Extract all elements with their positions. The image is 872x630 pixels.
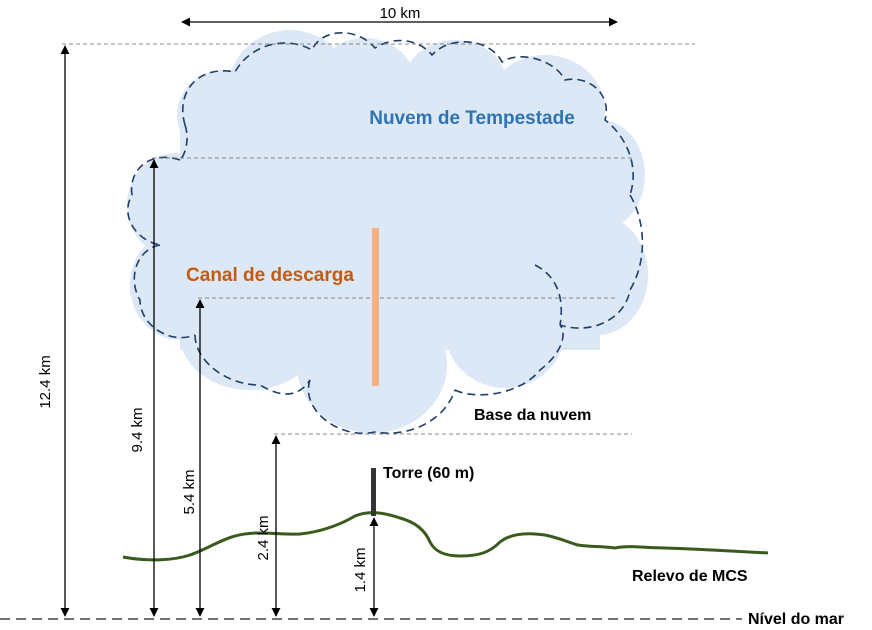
width-label: 10 km (380, 5, 421, 22)
height-label-9-4: 9.4 km (129, 407, 146, 452)
terrain-label: Relevo de MCS (632, 568, 748, 585)
height-label-2-4: 2.4 km (255, 515, 272, 560)
sea-level-label: Nível do mar (748, 611, 844, 628)
channel-label: Canal de descarga (186, 265, 354, 286)
height-label-12-4: 12.4 km (37, 355, 54, 408)
height-label-1-4: 1.4 km (352, 547, 369, 592)
tower-shape (371, 468, 376, 516)
cloud-label: Nuvem de Tempestade (369, 108, 575, 129)
height-label-5-4: 5.4 km (181, 469, 198, 514)
tower-label: Torre (60 m) (383, 465, 474, 482)
guide-lines (62, 43, 695, 435)
terrain-profile (122, 511, 769, 562)
cloud-base-label: Base da nuvem (474, 407, 591, 424)
storm-cloud (127, 30, 648, 435)
discharge-channel (372, 228, 379, 386)
